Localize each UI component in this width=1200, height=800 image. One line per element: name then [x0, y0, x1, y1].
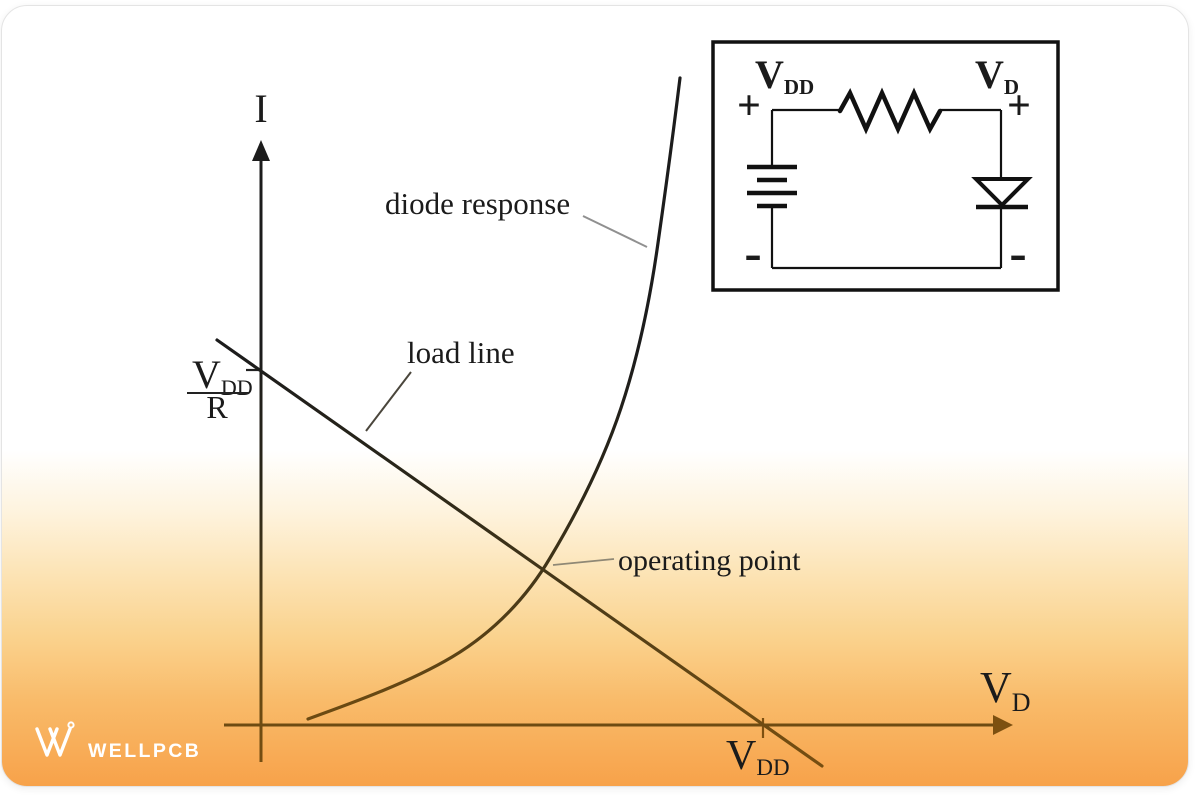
operating-point-pointer	[552, 558, 615, 566]
load-line-label: load line	[407, 335, 515, 370]
y-axis-arrow-icon	[252, 140, 270, 161]
y-intercept-denominator: R	[206, 389, 228, 425]
y-intercept-numerator: VDD	[192, 352, 253, 400]
load-line	[215, 338, 824, 768]
circuit-wires	[770, 108, 1003, 270]
circuit-inset: VDD VD + + - -	[711, 40, 1060, 292]
minus-left: -	[744, 225, 761, 282]
y-axis-label: I	[254, 86, 267, 131]
diode-response-curve	[306, 76, 682, 721]
diode-response-pointer	[582, 215, 648, 248]
battery-icon	[747, 164, 797, 209]
resistor-icon	[837, 87, 943, 135]
logo-w2-icon	[48, 727, 72, 757]
circuit-vd-label: VD	[975, 52, 1019, 99]
circuit-vdd-label: VDD	[755, 52, 814, 99]
logo-dot-icon	[67, 721, 75, 729]
x-axis-arrow-icon	[993, 715, 1013, 735]
diode-icon	[971, 177, 1033, 208]
x-axis-label: VD	[980, 663, 1031, 717]
diode-response-label: diode response	[385, 186, 570, 221]
minus-right: -	[1009, 225, 1026, 282]
plus-right: +	[1007, 83, 1031, 129]
logo-text: WELLPCB	[88, 740, 201, 762]
operating-point-label: operating point	[618, 544, 801, 577]
x-intercept-label: VDD	[726, 733, 790, 780]
load-line-pointer	[365, 371, 412, 432]
plus-left: +	[737, 83, 761, 129]
wellpcb-logo: WELLPCB	[35, 721, 201, 762]
